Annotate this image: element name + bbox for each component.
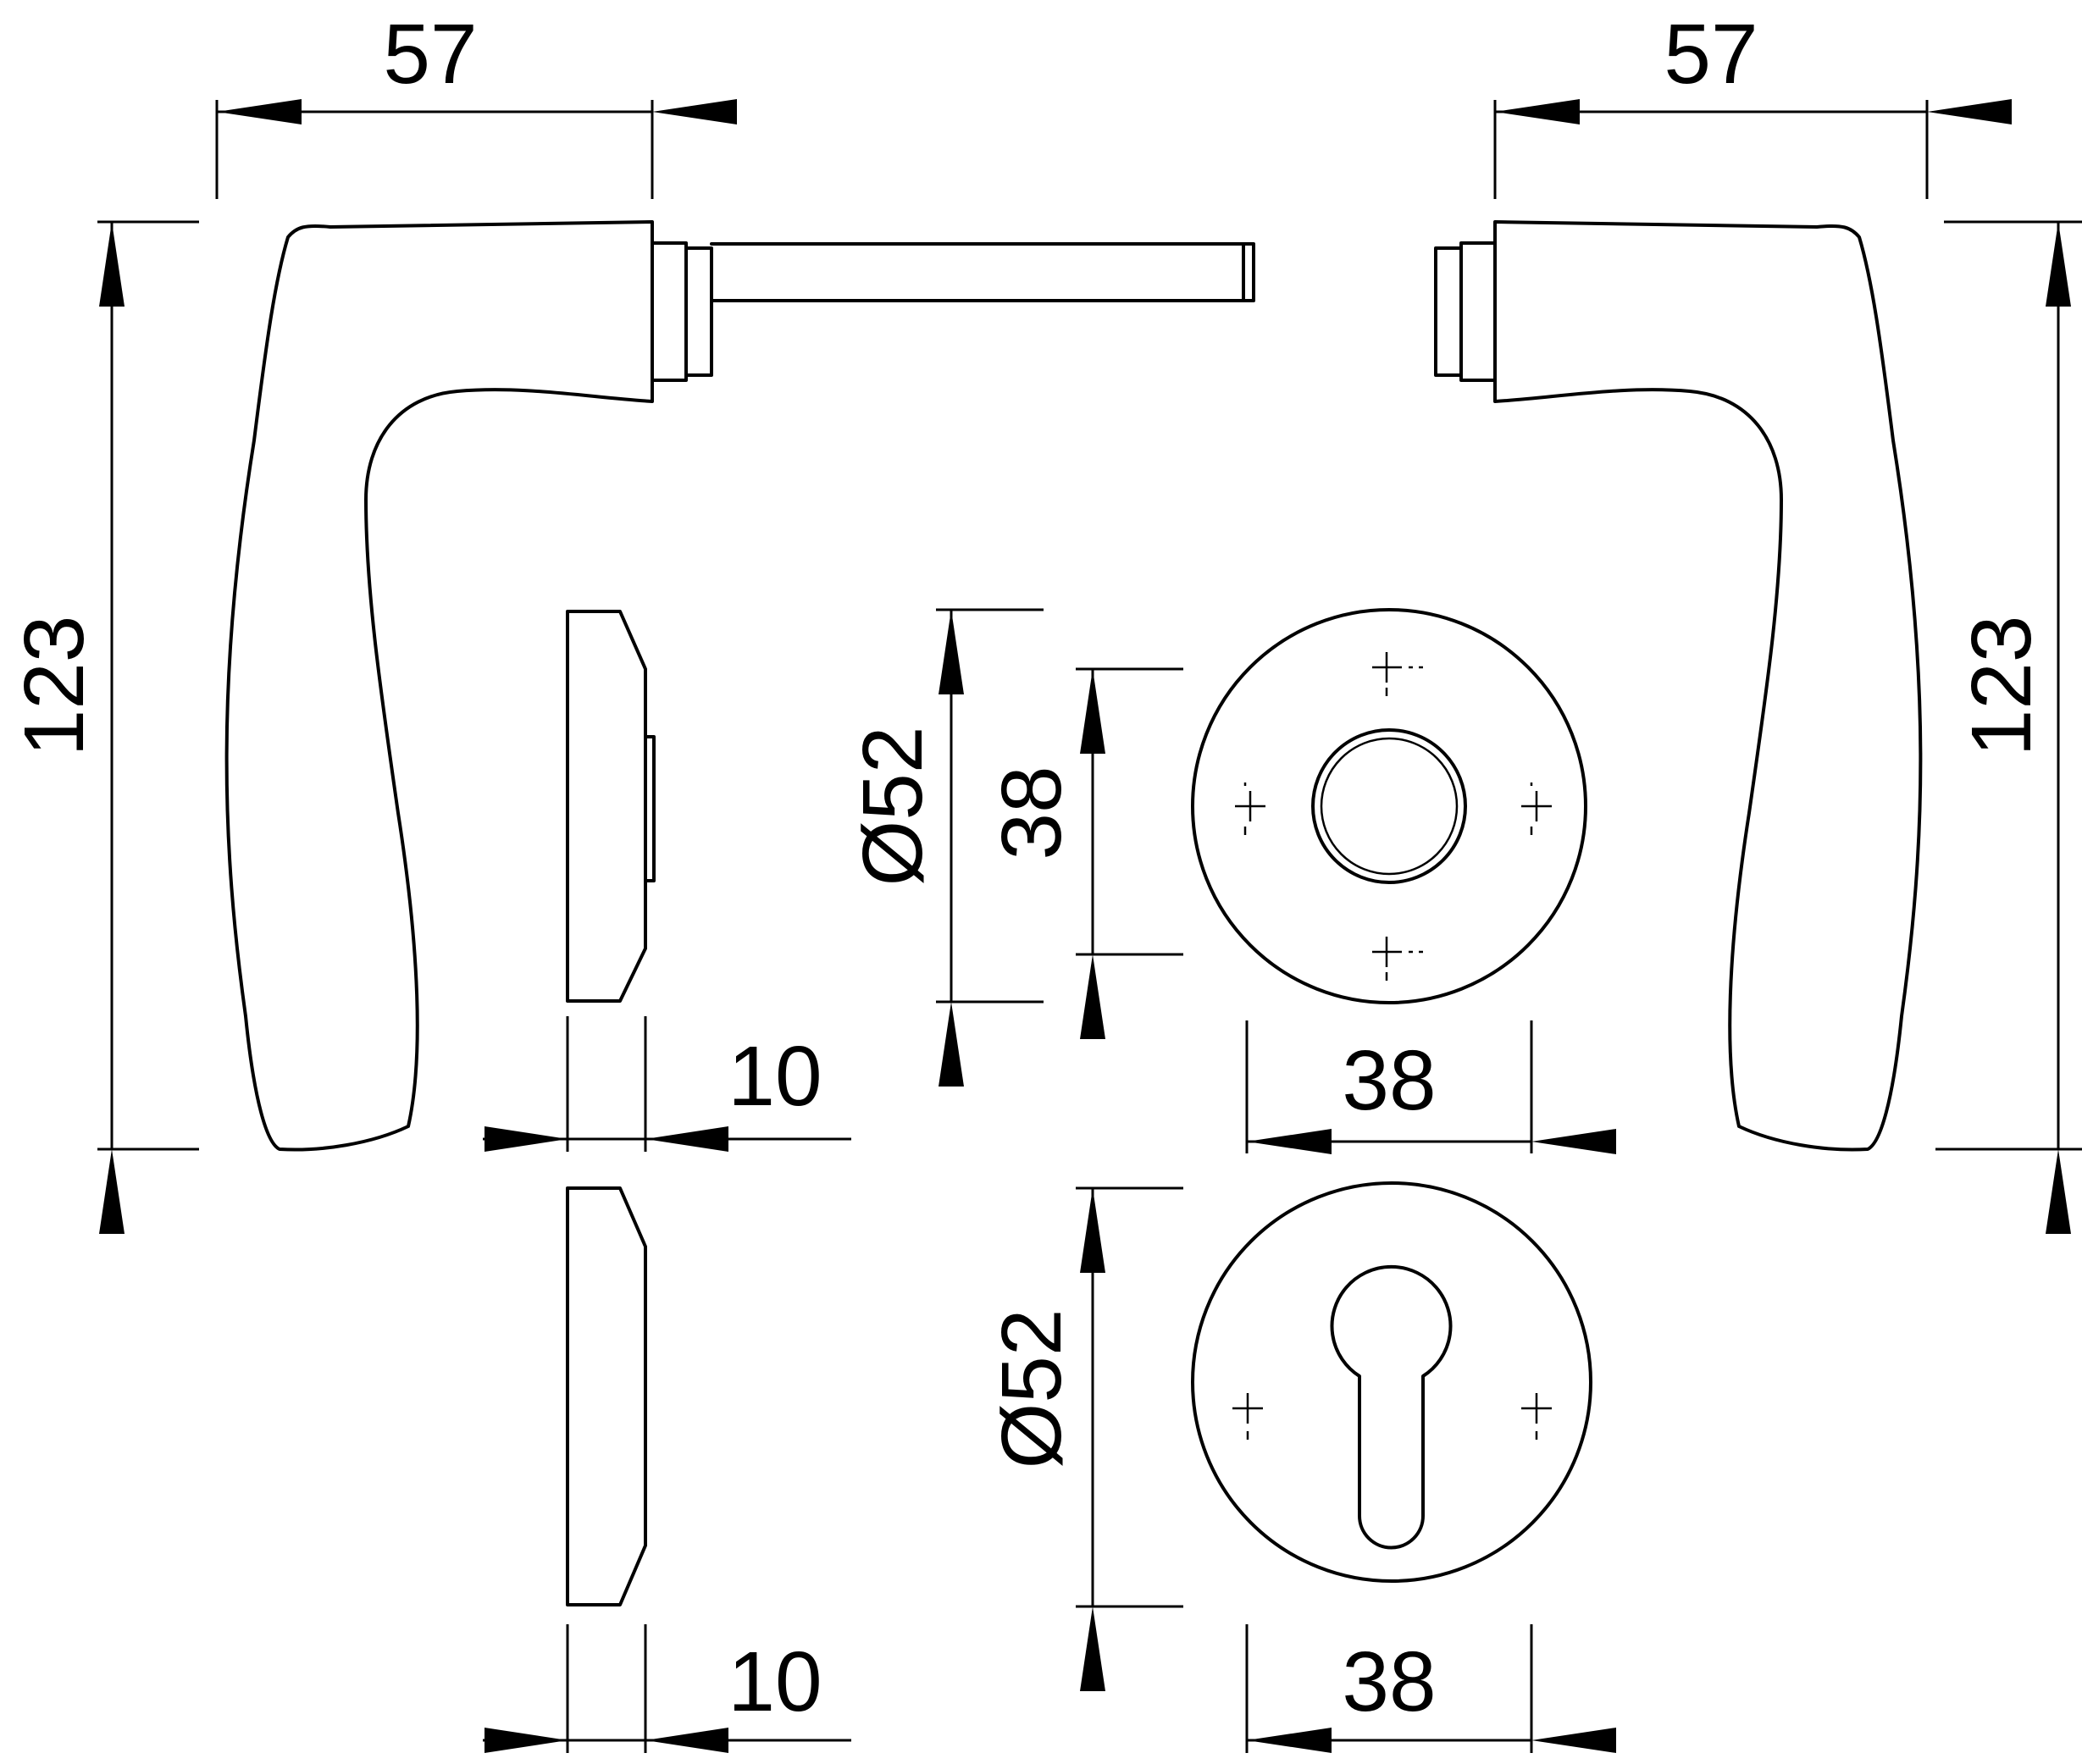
dim-rose-thickness: 10	[483, 1016, 851, 1152]
screw-mark-right	[1521, 782, 1552, 835]
left-lever-handle	[224, 220, 1255, 1152]
rose-front-view	[1191, 608, 1587, 1004]
dim-label: Ø52	[845, 726, 940, 886]
screw-mark-right	[1521, 1393, 1552, 1440]
dim-label: 57	[1664, 7, 1758, 102]
screw-mark-left	[1232, 1393, 1263, 1440]
dim-label: 57	[383, 7, 477, 102]
escutcheon-front-view	[1191, 1181, 1592, 1583]
dim-rose-diameter: Ø52	[845, 608, 1044, 1087]
screw-mark-bottom	[1372, 937, 1423, 981]
escutcheon-side-view	[566, 1186, 647, 1606]
screw-mark-top	[1372, 652, 1423, 696]
dim-escutcheon-diameter: Ø52	[984, 1186, 1183, 1691]
dim-escutcheon-width: 38	[1245, 1624, 1616, 1753]
dim-rose-inner: 38	[984, 667, 1183, 1039]
dim-right-height: 123	[1935, 220, 2082, 1234]
right-lever-handle	[1434, 220, 1923, 1152]
dim-left-height: 123	[7, 220, 199, 1234]
dim-left-width: 57	[215, 7, 737, 199]
dim-right-width: 57	[1493, 7, 2012, 199]
screw-mark-left	[1235, 782, 1265, 835]
dim-label: 10	[728, 1029, 822, 1124]
dim-label: 38	[1342, 1634, 1436, 1729]
dim-rose-width: 38	[1245, 1020, 1616, 1154]
dim-label: 38	[1342, 1033, 1436, 1128]
dim-label: 10	[728, 1634, 822, 1729]
dim-label: 38	[984, 766, 1079, 860]
dim-label: Ø52	[984, 1308, 1079, 1468]
dim-escutcheon-thickness: 10	[483, 1624, 851, 1753]
dim-label: 123	[7, 616, 102, 757]
rose-side-view	[566, 610, 656, 1003]
dim-label: 123	[1954, 616, 2049, 757]
